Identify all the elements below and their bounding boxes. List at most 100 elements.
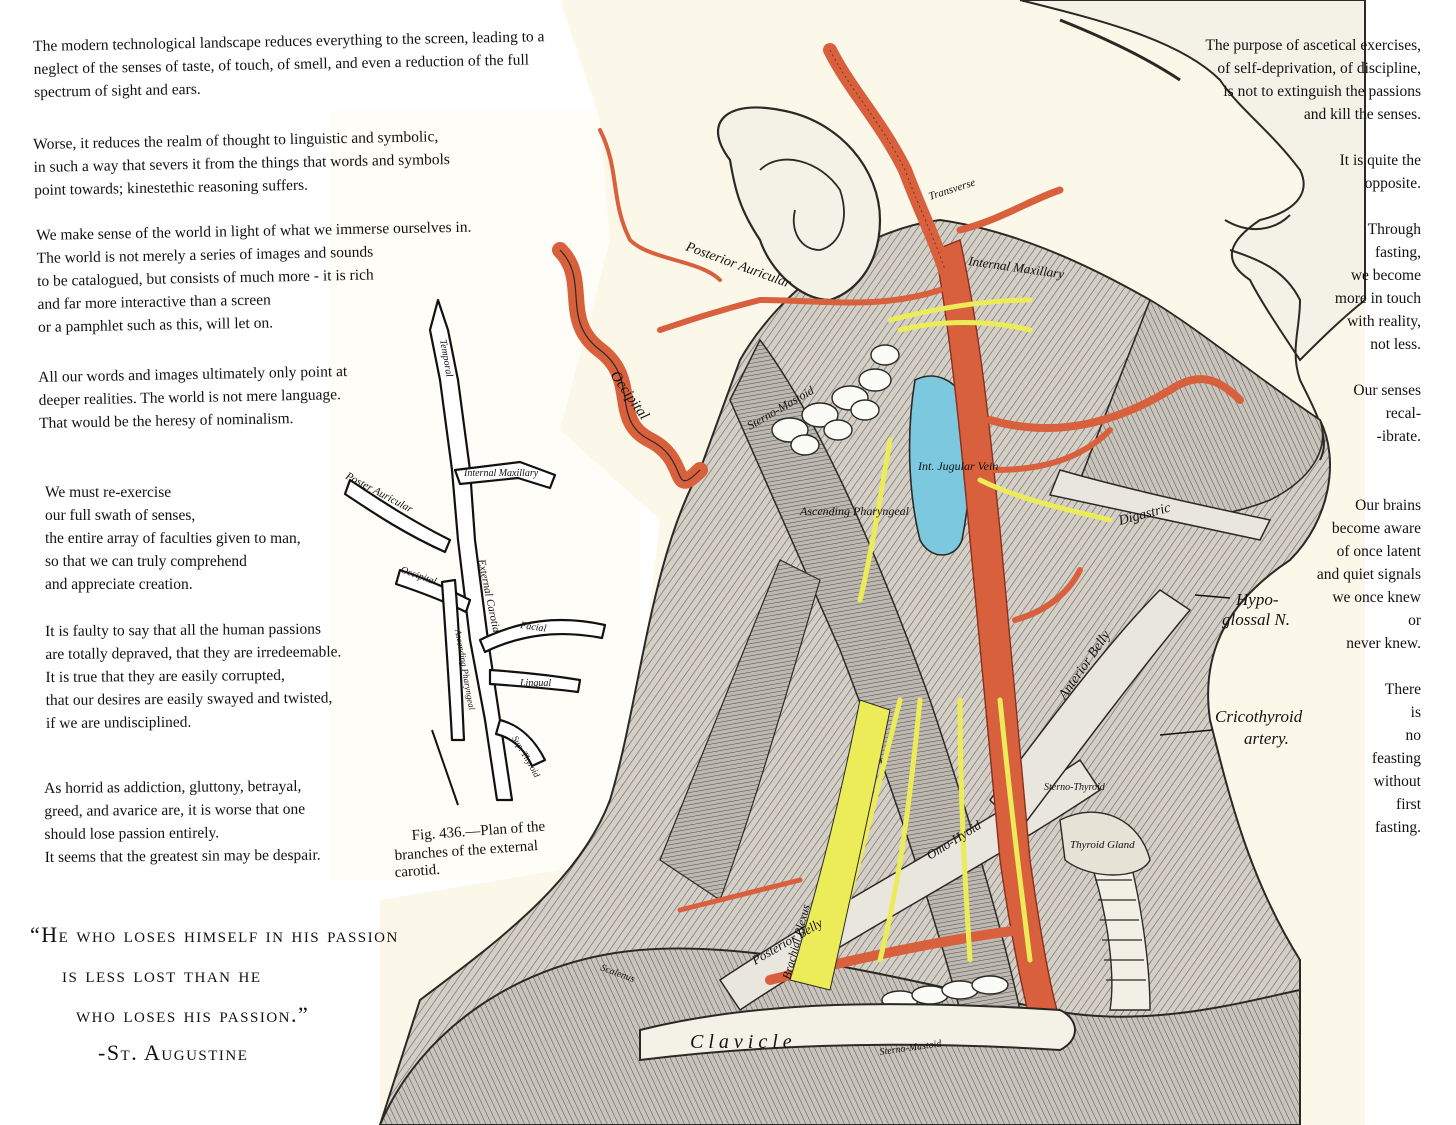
label-clavicle: Clavicle bbox=[690, 1031, 797, 1053]
label-thyroid-gland: Thyroid Gland bbox=[1070, 839, 1135, 851]
label-sterno-thyroid: Sterno-Thyroid bbox=[1044, 782, 1106, 793]
text-line: should lose passion entirely. bbox=[44, 824, 220, 843]
artery-branch-maxillary bbox=[956, 186, 1064, 234]
text-line: recal- bbox=[1385, 405, 1421, 422]
artery-branch-lingual bbox=[992, 427, 1113, 473]
quote-line-2: is less lost than he bbox=[62, 962, 262, 987]
right-paragraph-1: The purpose of ascetical exercises, of s… bbox=[1205, 34, 1421, 126]
right-paragraph-4: Our senses recal- -ibrate. bbox=[1353, 379, 1421, 448]
text-line: we become bbox=[1350, 267, 1421, 284]
left-paragraph-3: We make sense of the world in light of w… bbox=[36, 216, 473, 339]
text-line: is not to extinguish the passions bbox=[1223, 83, 1421, 100]
text-line: of self-deprivation, of discipline, bbox=[1217, 60, 1421, 77]
text-line: so that we can truly comprehend bbox=[45, 553, 247, 570]
text-line: We must re-exercise bbox=[45, 484, 172, 501]
plan-of-branches-figure bbox=[343, 298, 607, 802]
text-line: are totally depraved, that they are irre… bbox=[45, 643, 342, 663]
text-line: no bbox=[1405, 727, 1422, 744]
lymph-nodes bbox=[771, 344, 1009, 1010]
clavicle-bone bbox=[639, 1003, 1076, 1062]
text-line: Through bbox=[1367, 221, 1421, 238]
artery-branch-occipital bbox=[657, 287, 943, 333]
face-outline bbox=[1019, 0, 1366, 362]
text-line: and kill the senses. bbox=[1303, 106, 1421, 123]
text-line: It is true that they are easily corrupte… bbox=[45, 666, 285, 686]
right-paragraph-3: Through fasting, we become more in touch… bbox=[1335, 218, 1421, 356]
label-hypoglossal-1: Hypo- bbox=[1235, 590, 1279, 609]
post-auricular-artery bbox=[598, 128, 722, 282]
text-line: the entire array of faculties given to m… bbox=[45, 530, 301, 547]
label-cricothyroid-1: Cricothyroid bbox=[1215, 707, 1303, 726]
text-line: opposite. bbox=[1364, 175, 1421, 192]
text-line: if we are undisciplined. bbox=[45, 713, 192, 732]
text-line: first bbox=[1396, 796, 1421, 813]
text-line: -ibrate. bbox=[1376, 428, 1421, 445]
right-paragraph-2: It is quite the opposite. bbox=[1340, 149, 1421, 195]
trachea bbox=[1089, 859, 1151, 1011]
text-line: There bbox=[1384, 681, 1421, 698]
text-line: we once knew bbox=[1332, 589, 1421, 606]
text-line: with reality, bbox=[1347, 313, 1421, 330]
text-line: without bbox=[1373, 773, 1421, 790]
label-hypoglossal-2: glossal N. bbox=[1222, 610, 1290, 629]
left-paragraph-6: It is faulty to say that all the human p… bbox=[45, 617, 342, 735]
text-line: become aware bbox=[1331, 520, 1421, 537]
left-paragraph-5: We must re-exercise our full swath of se… bbox=[45, 481, 301, 596]
text-line: or bbox=[1408, 612, 1421, 629]
text-line: not less. bbox=[1370, 336, 1421, 353]
quote-line-3: who loses his passion.” bbox=[76, 1002, 310, 1027]
artery-branch-facial bbox=[986, 375, 1244, 433]
text-line: is bbox=[1410, 704, 1421, 721]
plan-label-lingual: Lingual bbox=[519, 678, 551, 689]
left-paragraph-4: All our words and images ultimately only… bbox=[38, 360, 348, 435]
artery-branch-thyroid bbox=[1012, 567, 1083, 623]
text-line: The purpose of ascetical exercises, bbox=[1205, 37, 1421, 54]
text-line: and appreciate creation. bbox=[45, 576, 193, 593]
right-paragraph-6: There is no feasting without first fasti… bbox=[1372, 678, 1421, 839]
anterior-belly-muscle bbox=[989, 589, 1192, 832]
nerves bbox=[837, 297, 1113, 963]
label-ascending-pharyngeal: Ascending Pharyngeal bbox=[799, 504, 910, 518]
left-paragraph-2: Worse, it reduces the realm of thought t… bbox=[33, 125, 451, 202]
figure-pointer-line bbox=[431, 729, 459, 806]
scalene-muscle bbox=[659, 559, 821, 901]
text-line: of once latent bbox=[1336, 543, 1421, 560]
right-paragraph-5: Our brains become aware of once latent a… bbox=[1317, 494, 1421, 655]
brachial-plexus bbox=[789, 699, 891, 991]
quote-attribution: -St. Augustine bbox=[98, 1040, 249, 1065]
text-line: that our desires are easily swayed and t… bbox=[45, 689, 333, 709]
artery-branch-temporal-outline bbox=[829, 49, 946, 271]
left-paragraph-7: As horrid as addiction, gluttony, betray… bbox=[44, 775, 321, 869]
label-cricothyroid-2: artery. bbox=[1244, 729, 1289, 748]
text-line: It is quite the bbox=[1339, 152, 1421, 169]
text-line: fasting, bbox=[1374, 244, 1421, 261]
text-line: more in touch bbox=[1334, 290, 1421, 307]
text-line: never knew. bbox=[1346, 635, 1421, 652]
text-line: fasting. bbox=[1374, 819, 1421, 836]
text-line: feasting bbox=[1371, 750, 1421, 767]
text-line: It is faulty to say that all the human p… bbox=[45, 620, 322, 640]
eye-brow bbox=[1059, 18, 1181, 82]
cricothyroid-pointer bbox=[1159, 729, 1213, 736]
left-paragraph-1: The modern technological landscape reduc… bbox=[33, 25, 546, 104]
text-line: Our brains bbox=[1355, 497, 1421, 514]
occipital-artery-wiggle-line bbox=[559, 249, 701, 482]
figure-caption-line-3: carotid. bbox=[394, 862, 440, 881]
text-line: It seems that the greatest sin may be de… bbox=[44, 846, 321, 866]
digastric-tendon bbox=[1048, 469, 1272, 541]
plan-label-internal-maxillary: Internal Maxillary bbox=[463, 468, 539, 479]
artery-transverse-cervical bbox=[677, 877, 803, 913]
text-line: As horrid as addiction, gluttony, betray… bbox=[44, 777, 302, 797]
ear bbox=[717, 106, 882, 302]
nostril bbox=[1224, 214, 1291, 231]
text-line: our full swath of senses, bbox=[45, 507, 196, 524]
text-line: greed, and avarice are, it is worse that… bbox=[44, 800, 306, 820]
label-jugular-vein: Int. Jugular Vein bbox=[917, 459, 998, 473]
ear-inner bbox=[759, 158, 845, 251]
quote-line-1: “He who loses himself in his passion bbox=[30, 922, 399, 947]
hypoglossal-pointer bbox=[1194, 594, 1231, 599]
plan-label-facial: Facial bbox=[519, 620, 548, 635]
text-line: and quiet signals bbox=[1316, 566, 1421, 583]
